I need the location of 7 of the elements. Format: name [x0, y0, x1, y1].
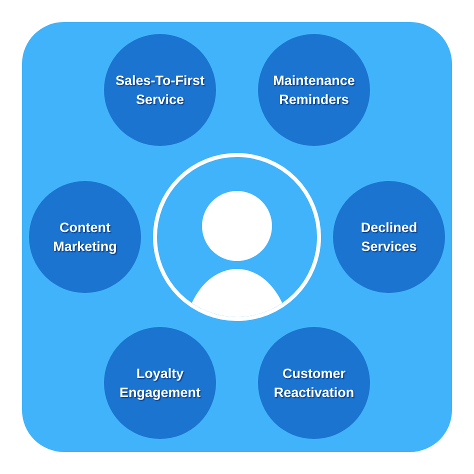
topic-label: Loyalty Engagement	[118, 365, 202, 402]
topic-label: Content Marketing	[52, 219, 118, 256]
topic-label: Customer Reactivation	[272, 365, 356, 402]
topic-label: Sales-To-First Service	[114, 72, 206, 109]
topic-label: Declined Services	[360, 219, 418, 256]
topic-label: Maintenance Reminders	[272, 72, 356, 109]
avatar-circle	[153, 153, 321, 321]
